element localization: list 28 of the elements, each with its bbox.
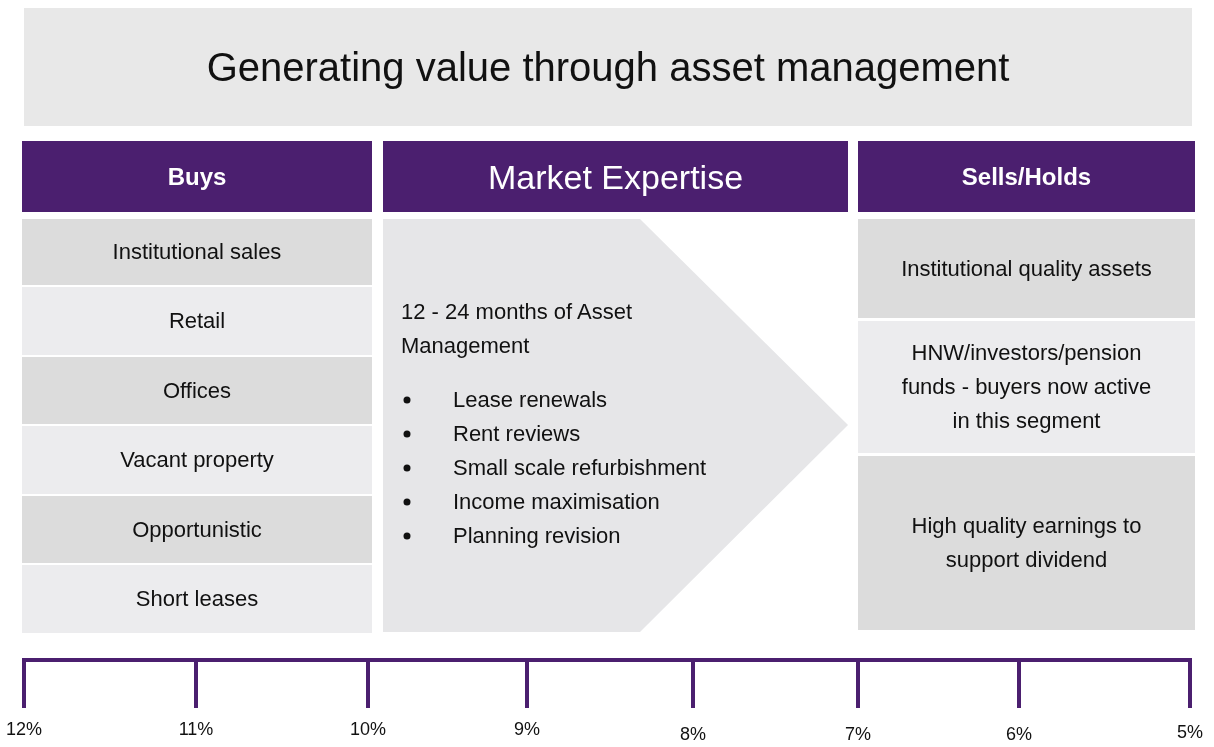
category-row: Institutional sales [22, 219, 372, 285]
category-row: Short leases [22, 565, 372, 633]
category-row: Offices [22, 357, 372, 424]
scale-label: 8% [679, 724, 707, 745]
category-row: Vacant property [22, 426, 372, 494]
outcome-row: Institutional quality assets [858, 219, 1195, 318]
description-text: 12 - 24 months of Asset Management [401, 298, 634, 360]
bullet-item: Lease renewals [401, 383, 801, 417]
scale-label: 7% [844, 724, 872, 745]
scale-label: 10% [349, 719, 387, 740]
column-header: Buys [22, 141, 372, 212]
outcome-row: High quality earnings to support dividend [858, 456, 1195, 630]
column-header: Market Expertise [383, 141, 848, 212]
scale-label: 6% [1005, 724, 1033, 745]
column-header: Sells/Holds [858, 141, 1195, 212]
scale-label: 5% [1176, 722, 1204, 743]
bullet-item: Income maximisation [401, 485, 801, 519]
chevron-arrow [383, 219, 848, 632]
category-row: Retail [22, 287, 372, 355]
scale-label: 12% [5, 719, 43, 740]
scale-label: 11% [177, 719, 215, 740]
bullet-item: Planning revision [401, 519, 801, 553]
outcome-row: HNW/investors/pension funds - buyers now active in this segment [858, 321, 1195, 453]
category-row: Opportunistic [22, 496, 372, 563]
title: Generating value through asset management [206, 44, 1010, 90]
bullet-item: Small scale refurbishment [401, 451, 801, 485]
scale-label: 9% [513, 719, 541, 740]
bullet-item: Rent reviews [401, 417, 801, 451]
